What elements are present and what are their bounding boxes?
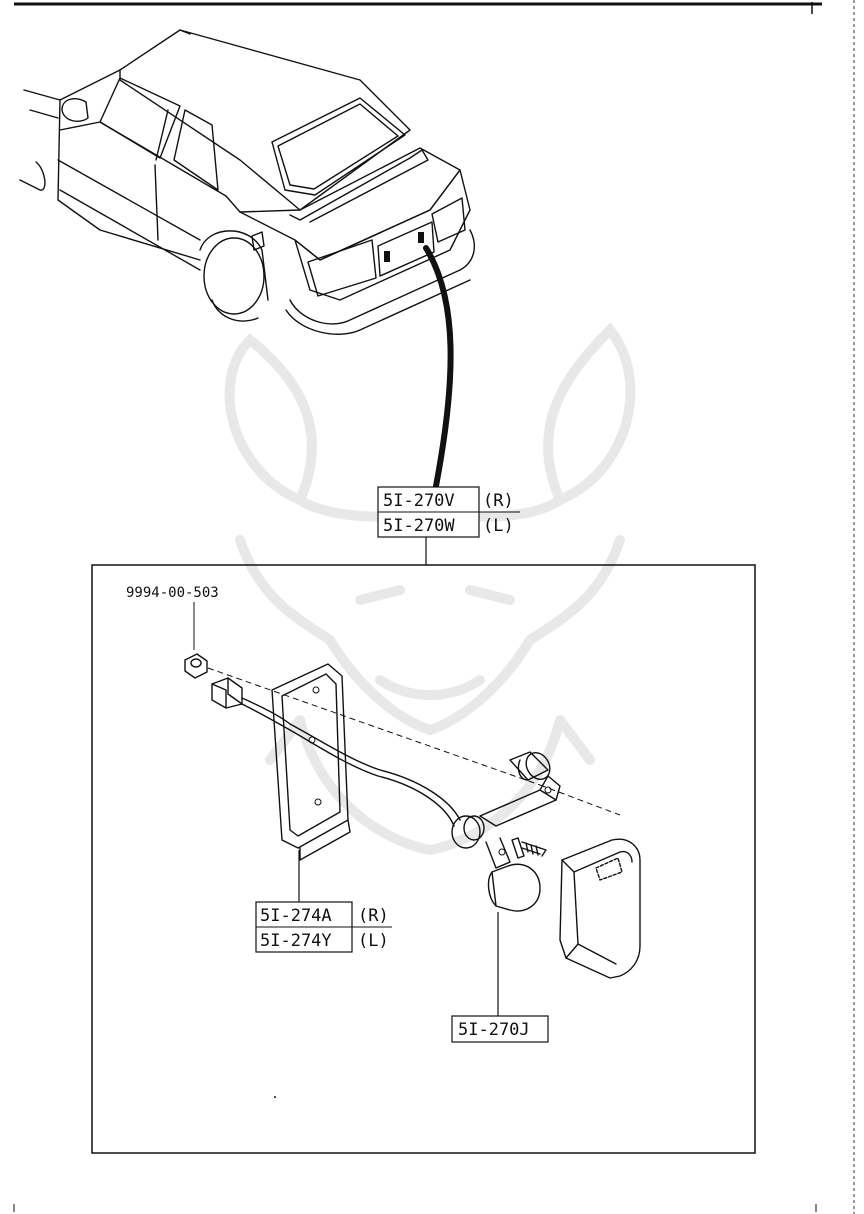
bulb-icon	[487, 863, 541, 912]
page-top-rule	[14, 2, 822, 14]
page-corner-marks	[13, 1096, 817, 1212]
exploded-view-frame	[91, 564, 756, 1154]
lamp-assembly-callout: 5I-270V (R) 5I-270W (L)	[377, 486, 520, 565]
bulb-socket-icon	[451, 775, 561, 869]
lens-cover-icon	[559, 838, 641, 979]
bulb-callout: 5I-270J	[451, 912, 549, 1043]
lamp-assembly-part-right: 5I-270V	[383, 491, 455, 511]
lamp-assembly-side-right: (R)	[483, 491, 514, 511]
bulb-part-number: 5I-270J	[458, 1020, 530, 1040]
license-lamp-exploded-view-icon	[184, 653, 641, 979]
watermark-crest-icon	[224, 322, 636, 856]
socket-callout: 5I-274A (R) 5I-274Y (L)	[255, 850, 392, 953]
lamp-assembly-part-left: 5I-270W	[383, 516, 455, 536]
spacer-icon	[509, 751, 551, 781]
socket-base-plate-icon	[271, 663, 351, 861]
connector-icon	[211, 677, 291, 731]
screw-icon	[511, 837, 547, 859]
harness-wire-icon	[289, 723, 461, 827]
socket-side-right: (R)	[358, 906, 389, 926]
car-rear-view-icon	[19, 29, 476, 335]
nut-part-number: 9994-00-503	[126, 585, 219, 601]
lamp-assembly-side-left: (L)	[483, 516, 514, 536]
socket-side-left: (L)	[358, 931, 389, 951]
nut-icon	[184, 653, 208, 679]
socket-part-right: 5I-274A	[260, 906, 332, 926]
leader-car-to-callout	[423, 245, 454, 489]
socket-part-left: 5I-274Y	[260, 931, 332, 951]
